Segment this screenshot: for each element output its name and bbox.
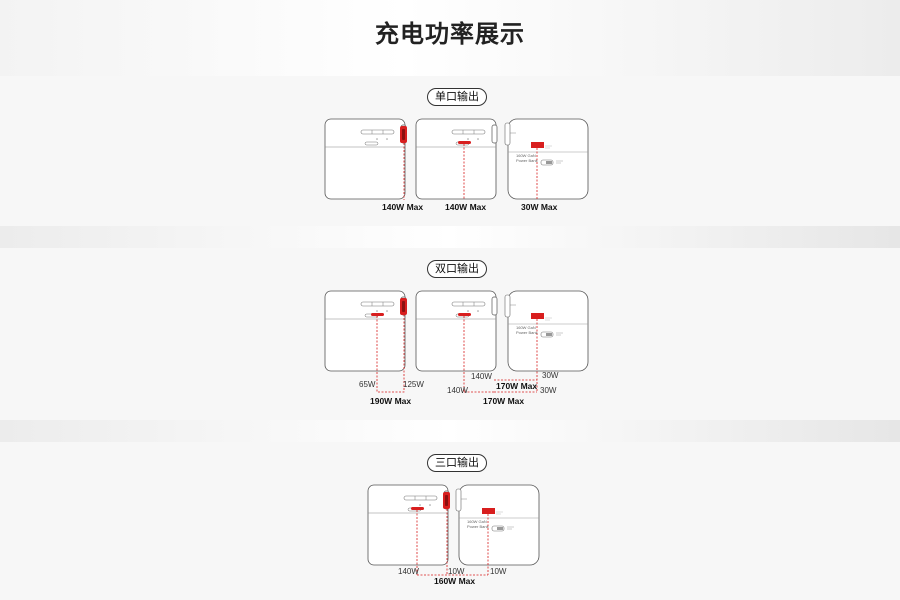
port-power-label: 10W bbox=[490, 567, 507, 576]
rating-label: 140W Max bbox=[382, 202, 424, 212]
device-side-2 bbox=[504, 290, 589, 372]
device-side-text: 160W GaN bbox=[467, 519, 487, 524]
rating-label: 30W Max bbox=[521, 202, 558, 212]
port-power-label: 10W bbox=[448, 567, 465, 576]
section-label-triple: 三口输出 bbox=[427, 454, 487, 472]
device-front-4 bbox=[415, 290, 498, 372]
port-power-label: 125W bbox=[403, 380, 424, 389]
device-front-2 bbox=[415, 118, 498, 200]
total-rating-label: 160W Max bbox=[434, 576, 476, 586]
device-side-text: Power Bank bbox=[467, 524, 489, 529]
section-divider bbox=[0, 226, 900, 248]
port-power-label: 30W bbox=[542, 371, 559, 380]
device-front-5 bbox=[367, 484, 450, 566]
total-rating-label: 170W Max bbox=[483, 396, 525, 406]
device-side-1 bbox=[504, 118, 589, 200]
port-power-label: 65W bbox=[359, 380, 376, 389]
section-label-dual: 双口输出 bbox=[427, 260, 487, 278]
device-front-1 bbox=[324, 118, 407, 200]
indicator-lines-triple bbox=[416, 509, 489, 576]
port-power-label: 140W bbox=[447, 386, 468, 395]
total-rating-label: 190W Max bbox=[370, 396, 412, 406]
section-label-single: 单口输出 bbox=[427, 88, 487, 106]
device-side-text: Power Bank bbox=[516, 330, 538, 335]
sub-total-label: 170W Max bbox=[496, 381, 538, 391]
rating-label: 140W Max bbox=[445, 202, 487, 212]
section-divider bbox=[0, 420, 900, 442]
port-power-label: 140W bbox=[471, 372, 492, 381]
port-power-label: 140W bbox=[398, 567, 419, 576]
indicator-lines-single bbox=[403, 143, 538, 200]
device-side-text: 160W GaN bbox=[516, 153, 536, 158]
page-title: 充电功率展示 bbox=[375, 20, 525, 48]
header bbox=[0, 0, 900, 76]
device-side-text: Power Bank bbox=[516, 158, 538, 163]
port-power-label: 30W bbox=[540, 386, 557, 395]
device-side-3 bbox=[455, 484, 540, 566]
indicator-lines-dual bbox=[376, 315, 538, 393]
device-front-3 bbox=[324, 290, 407, 372]
device-side-text: 160W GaN bbox=[516, 325, 536, 330]
